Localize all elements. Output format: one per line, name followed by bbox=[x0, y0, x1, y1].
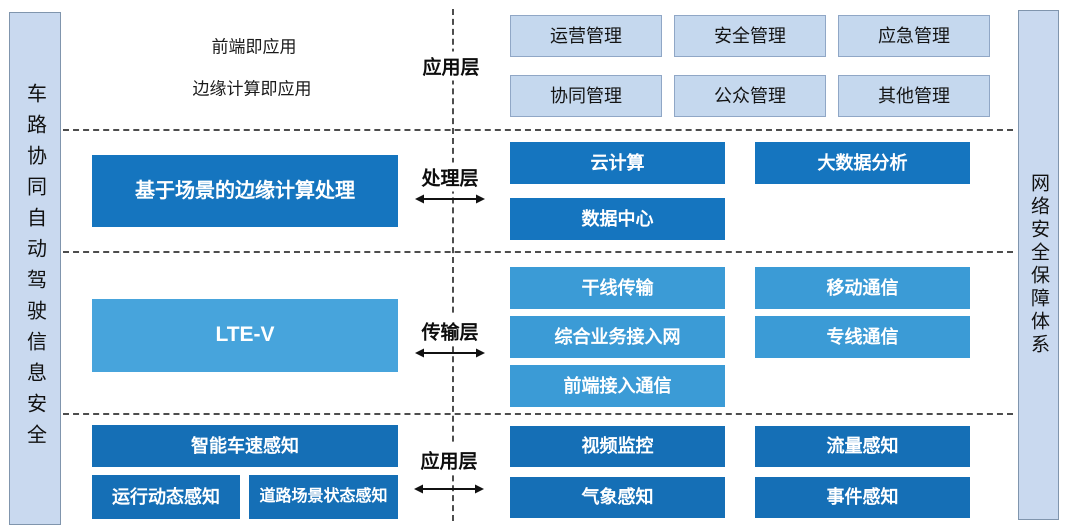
box-operation-dynamics-sensing: 运行动态感知 bbox=[92, 475, 240, 519]
box-front-end-access-communication: 前端接入通信 bbox=[510, 365, 725, 407]
box-collaborative-management: 协同管理 bbox=[510, 75, 662, 117]
divider-processing-transmission bbox=[63, 251, 1013, 253]
divider-application-processing bbox=[63, 129, 1013, 131]
box-public-management: 公众管理 bbox=[674, 75, 826, 117]
label-processing-layer: 处理层 bbox=[418, 162, 482, 192]
double-arrow-icon bbox=[414, 484, 484, 494]
label-application-layer-bottom: 应用层 bbox=[417, 445, 481, 475]
box-trunk-transmission: 干线传输 bbox=[510, 267, 725, 309]
note-front-end-as-application: 前端即应用 bbox=[211, 37, 297, 57]
box-emergency-management: 应急管理 bbox=[838, 15, 990, 57]
box-intelligent-vehicle-speed-sensing: 智能车速感知 bbox=[92, 425, 398, 467]
label-application-layer-top: 应用层 bbox=[419, 51, 483, 81]
box-safety-management: 安全管理 bbox=[674, 15, 826, 57]
box-road-scene-state-sensing: 道路场景状态感知 bbox=[249, 475, 398, 519]
box-scene-based-edge-computing: 基于场景的边缘计算处理 bbox=[92, 155, 398, 227]
box-mobile-communication: 移动通信 bbox=[755, 267, 970, 309]
center-dashed-line bbox=[452, 9, 454, 521]
box-weather-sensing: 气象感知 bbox=[510, 477, 725, 518]
box-data-center: 数据中心 bbox=[510, 198, 725, 240]
box-other-management: 其他管理 bbox=[838, 75, 990, 117]
box-lte-v: LTE-V bbox=[92, 299, 398, 372]
box-operation-management: 运营管理 bbox=[510, 15, 662, 57]
box-dedicated-line-communication: 专线通信 bbox=[755, 316, 970, 358]
box-event-sensing: 事件感知 bbox=[755, 477, 970, 518]
box-traffic-flow-sensing: 流量感知 bbox=[755, 426, 970, 467]
box-integrated-service-access-network: 综合业务接入网 bbox=[510, 316, 725, 358]
left-banner-vehicle-road-security: 车路协同自动驾驶信息安全 bbox=[9, 12, 61, 525]
box-cloud-computing: 云计算 bbox=[510, 142, 725, 184]
divider-transmission-perception bbox=[63, 413, 1013, 415]
label-transmission-layer: 传输层 bbox=[418, 316, 482, 346]
box-big-data-analysis: 大数据分析 bbox=[755, 142, 970, 184]
note-edge-computing-as-application: 边缘计算即应用 bbox=[192, 79, 312, 99]
right-banner-network-security-system: 网络安全保障体系 bbox=[1018, 10, 1059, 520]
box-video-surveillance: 视频监控 bbox=[510, 426, 725, 467]
double-arrow-icon bbox=[415, 348, 485, 358]
double-arrow-icon bbox=[415, 194, 485, 204]
